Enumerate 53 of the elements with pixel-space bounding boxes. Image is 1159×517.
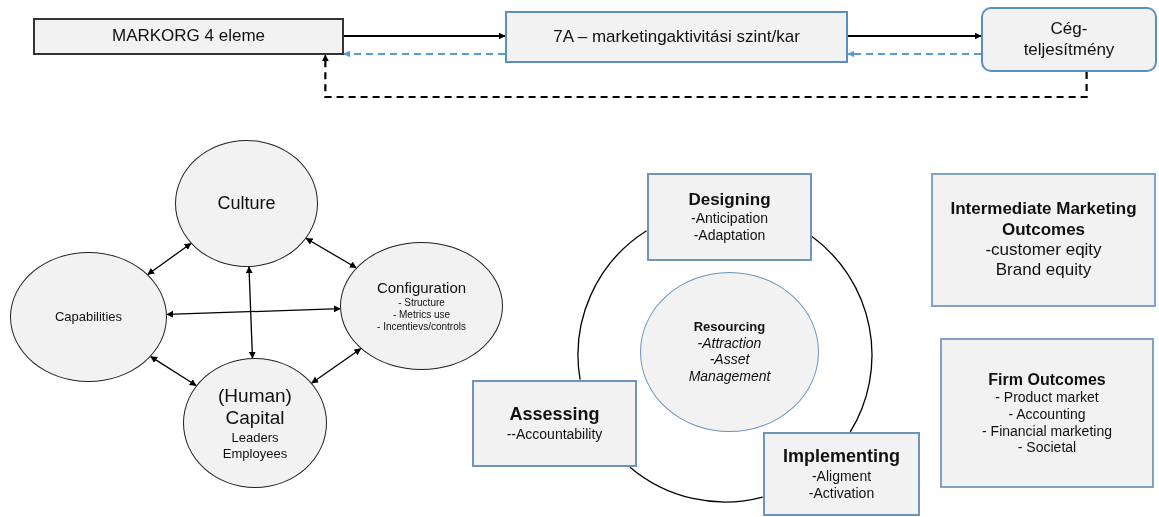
node-text: - Metrics use xyxy=(392,309,451,321)
node-title: Culture xyxy=(217,192,276,215)
arrow xyxy=(343,50,505,58)
node-title: Cég-teljesítmény xyxy=(1022,19,1116,60)
node-text: - Accounting xyxy=(1008,405,1086,423)
process-box xyxy=(647,173,812,261)
node-text: - Societal xyxy=(1017,439,1077,457)
node-title: 7A – marketingaktivitási szint/kar xyxy=(553,26,800,48)
node-text: - Financial marketing xyxy=(982,422,1112,440)
process-box xyxy=(472,380,637,467)
arrow xyxy=(321,54,1088,99)
node-text: Leaders xyxy=(231,430,279,446)
node-text: --Accountability xyxy=(506,425,603,443)
cycle-arc xyxy=(629,466,764,503)
process-box xyxy=(931,173,1156,307)
arrow xyxy=(147,242,192,276)
node-title: (Human) Capital xyxy=(217,384,293,431)
node-text: - Structure xyxy=(398,297,445,309)
node-text: -Aligment xyxy=(811,468,872,485)
node-text: -Anticipation xyxy=(690,210,768,228)
node-text: -Activation xyxy=(808,484,875,502)
arrow xyxy=(245,266,256,359)
cycle-arc xyxy=(811,235,873,433)
node-text: Brand equity xyxy=(995,260,1092,281)
node-title: Intermediate Marketing Outcomes xyxy=(949,199,1138,240)
rounded-box xyxy=(981,7,1157,72)
node-title: Configuration xyxy=(376,279,467,297)
node-title: Implementing xyxy=(783,446,900,468)
node-text: - Incentievs/controls xyxy=(377,321,466,333)
node-title: Firm Outcomes xyxy=(988,369,1106,389)
process-box xyxy=(33,18,344,55)
arrow xyxy=(166,305,341,318)
process-box xyxy=(940,338,1154,488)
arrow xyxy=(305,237,357,269)
node-title: Designing xyxy=(688,190,771,211)
node-title: Resourcing xyxy=(693,319,766,335)
node-text: - Product market xyxy=(995,389,1099,406)
arrow xyxy=(847,32,982,40)
arrow xyxy=(343,32,506,40)
node-text: Employees xyxy=(222,445,288,462)
node-title: MARKORG 4 eleme xyxy=(111,26,265,47)
process-box xyxy=(763,432,920,516)
node-title: Assessing xyxy=(509,404,600,426)
node-text: -Attraction xyxy=(697,334,762,352)
arrow xyxy=(311,348,362,384)
arrow xyxy=(847,50,981,58)
node-title: Capabilities xyxy=(54,309,123,325)
node-text: -Adaptation xyxy=(693,227,766,244)
node-text: -Asset Management xyxy=(687,351,772,385)
arrow xyxy=(150,355,197,387)
process-box xyxy=(505,11,848,63)
cycle-arc xyxy=(577,230,648,381)
node-text: -customer eqity xyxy=(985,240,1102,261)
